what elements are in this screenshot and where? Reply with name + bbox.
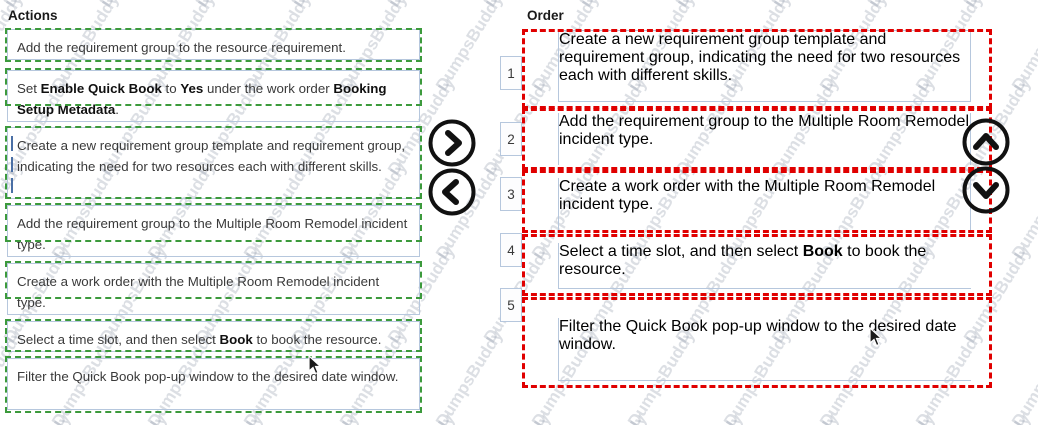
watermark-text: DumpsBuddy <box>576 0 652 11</box>
mouse-cursor-icon <box>869 326 885 354</box>
order-number-badge-5: 5 <box>500 288 522 322</box>
watermark-text: DumpsBuddy <box>672 0 748 11</box>
action-item-4[interactable]: Add the requirement group to the Multipl… <box>7 205 420 257</box>
order-number-5: 5 <box>507 297 515 313</box>
order-number-badge-1: 1 <box>500 56 522 90</box>
action-item-6[interactable]: Select a time slot, and then select Book… <box>7 321 420 352</box>
action-item-3[interactable]: Create a new requirement group template … <box>7 127 420 199</box>
order-item-5[interactable]: Filter the Quick Book pop-up window to t… <box>558 318 971 381</box>
action-item-2[interactable]: Set Enable Quick Book to Yes under the w… <box>7 70 420 122</box>
move-up-button[interactable] <box>962 118 1010 166</box>
order-item-2-text: Add the requirement group to the Multipl… <box>559 113 969 148</box>
action-item-3-text: Create a new requirement group template … <box>17 138 409 174</box>
watermark-text: DumpsBuddy <box>96 0 172 11</box>
move-down-button[interactable] <box>962 166 1010 214</box>
watermark-text: DumpsBuddy <box>192 0 268 11</box>
watermark-text: DumpsBuddy <box>768 0 844 11</box>
action-item-4-text: Add the requirement group to the Multipl… <box>17 216 411 252</box>
watermark-text: DumpsBuddy <box>960 0 1036 11</box>
action-item-7[interactable]: Filter the Quick Book pop-up window to t… <box>7 358 420 410</box>
action-item-6-text: Select a time slot, and then select Book… <box>17 332 382 347</box>
order-number-badge-3: 3 <box>500 177 522 211</box>
order-item-4-text: Select a time slot, and then select Book… <box>559 243 927 278</box>
watermark-text: DumpsBuddy <box>0 410 76 425</box>
watermark-text: DumpsBuddy <box>1008 326 1038 425</box>
watermark-text: DumpsBuddy <box>480 410 556 425</box>
text-caret-artifact <box>11 136 13 151</box>
watermark-text: DumpsBuddy <box>384 0 460 11</box>
mouse-cursor-icon <box>308 354 324 382</box>
watermark-text: DumpsBuddy <box>1008 158 1038 263</box>
order-number-badge-2: 2 <box>500 122 522 156</box>
order-item-3[interactable]: Create a work order with the Multiple Ro… <box>558 178 971 230</box>
watermark-text: DumpsBuddy <box>576 410 652 425</box>
watermark-text: DumpsBuddy <box>768 410 844 425</box>
order-number-2: 2 <box>507 131 515 147</box>
watermark-text: DumpsBuddy <box>960 242 1035 347</box>
move-left-button[interactable] <box>428 168 476 216</box>
watermark-text: DumpsBuddy <box>384 410 460 425</box>
order-item-5-text: Filter the Quick Book pop-up window to t… <box>559 318 957 353</box>
text-caret-artifact <box>11 157 13 172</box>
action-item-1-text: Add the requirement group to the resourc… <box>17 40 346 55</box>
order-column-header: Order <box>527 8 564 23</box>
order-item-2[interactable]: Add the requirement group to the Multipl… <box>558 113 971 165</box>
order-number-badge-4: 4 <box>500 233 522 267</box>
watermark-text: DumpsBuddy <box>432 0 507 95</box>
action-item-1[interactable]: Add the requirement group to the resourc… <box>7 29 420 60</box>
watermark-text: DumpsBuddy <box>960 410 1036 425</box>
move-right-button[interactable] <box>428 119 476 167</box>
actions-column-header: Actions <box>8 8 58 23</box>
action-item-5[interactable]: Create a work order with the Multiple Ro… <box>7 263 420 315</box>
text-caret-artifact <box>11 178 13 193</box>
order-number-4: 4 <box>507 242 515 258</box>
order-item-1-text: Create a new requirement group template … <box>559 31 961 84</box>
watermark-text: DumpsBuddy <box>96 410 172 425</box>
order-item-4[interactable]: Select a time slot, and then select Book… <box>558 243 971 289</box>
watermark-text: DumpsBuddy <box>288 0 364 11</box>
watermark-text: DumpsBuddy <box>672 410 748 425</box>
order-number-1: 1 <box>507 65 515 81</box>
watermark-text: DumpsBuddy <box>864 0 940 11</box>
watermark-text: DumpsBuddy <box>1008 0 1038 95</box>
watermark-text: DumpsBuddy <box>432 326 507 425</box>
watermark-text: DumpsBuddy <box>864 410 940 425</box>
order-item-1[interactable]: Create a new requirement group template … <box>558 30 971 102</box>
order-item-3-text: Create a work order with the Multiple Ro… <box>559 178 936 213</box>
action-item-7-text: Filter the Quick Book pop-up window to t… <box>17 369 399 384</box>
watermark-text: DumpsBuddy <box>288 410 364 425</box>
action-item-2-text: Set Enable Quick Book to Yes under the w… <box>17 81 391 117</box>
order-number-3: 3 <box>507 186 515 202</box>
action-item-5-text: Create a work order with the Multiple Ro… <box>17 274 383 310</box>
watermark-text: DumpsBuddy <box>192 410 268 425</box>
